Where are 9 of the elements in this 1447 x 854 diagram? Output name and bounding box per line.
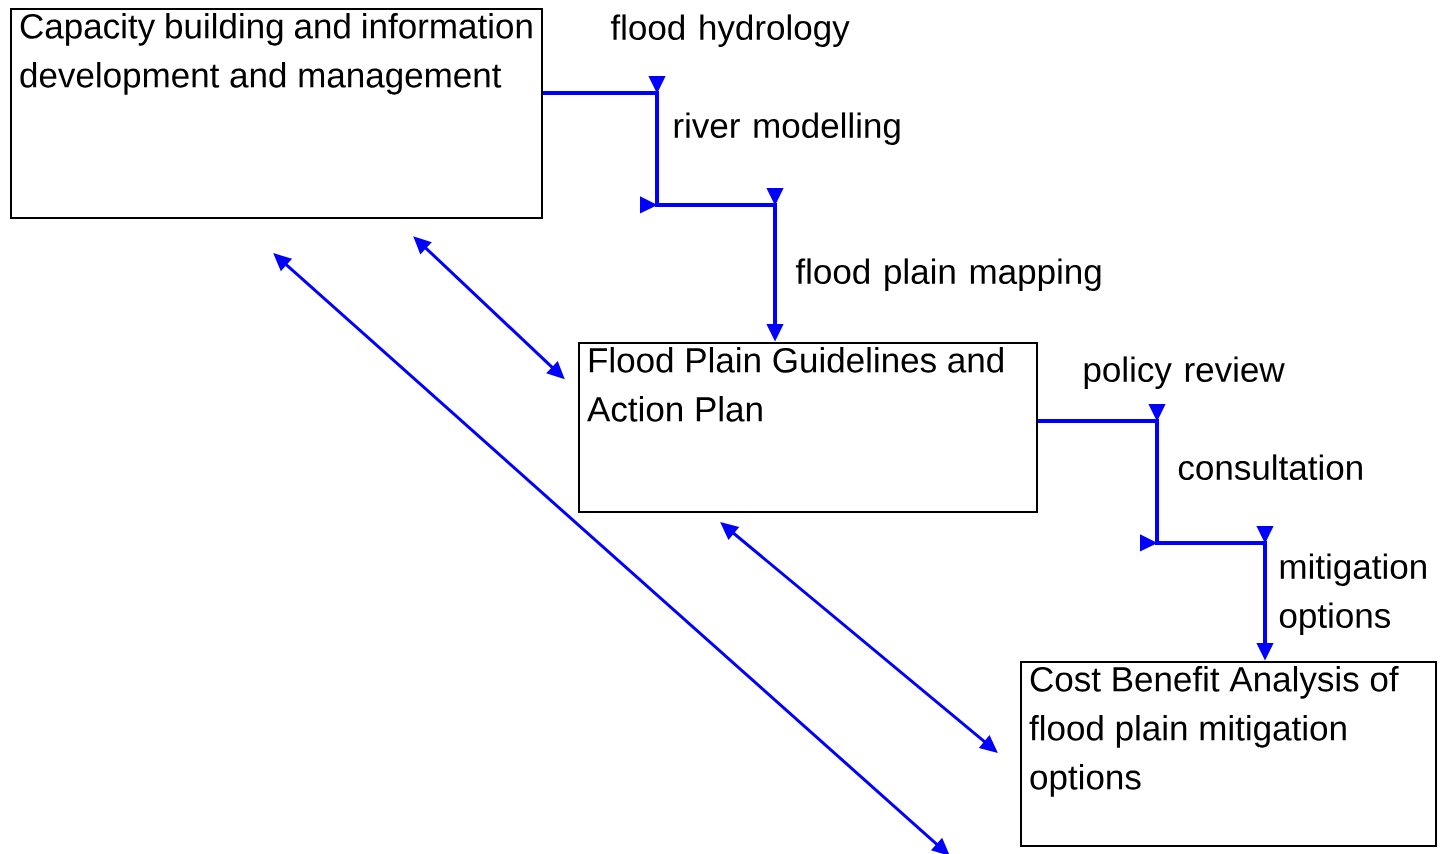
text-box: Flood Plain Guidelines and Action Plan <box>578 342 1038 513</box>
step-label: flood hydrology <box>610 14 850 48</box>
step-label: consultation <box>1178 454 1362 481</box>
step-label: policy review <box>1084 356 1285 390</box>
step-label: flood plain mapping <box>795 258 1101 292</box>
step-label: river modelling <box>674 112 900 146</box>
step-label: mitigation options <box>1279 553 1426 636</box>
text-box: Cost Benefit Analysis of flood plain mitigation options <box>1020 661 1437 847</box>
text-box: Capacity building and information development and management <box>10 8 543 219</box>
